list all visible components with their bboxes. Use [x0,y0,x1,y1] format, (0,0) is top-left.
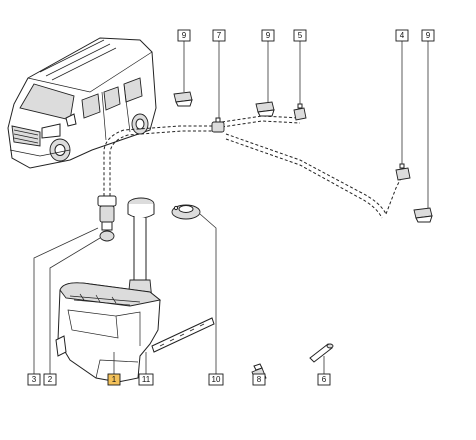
hose-clip-right [413,207,433,223]
callout-8: 8 [252,373,266,386]
callout-5: 5 [293,29,307,42]
hose-clip-top [173,91,193,107]
callout-7: 7 [212,29,226,42]
connector-4 [395,163,411,181]
van-illustration [7,37,157,169]
washer-hose [103,115,403,219]
svg-text:1: 1 [112,375,117,384]
svg-text:9: 9 [426,31,431,40]
callout-2: 2 [43,373,57,386]
callout-9-top-mid: 9 [261,29,275,42]
svg-text:9: 9 [182,31,187,40]
callout-3: 3 [27,373,41,386]
leader-lines [33,40,429,382]
svg-text:2: 2 [48,375,53,384]
callout-11: 11 [138,373,154,386]
callout-4: 4 [395,29,409,42]
svg-text:3: 3 [32,375,37,384]
svg-text:5: 5 [298,31,303,40]
callout-6: 6 [317,373,331,386]
washer-pump [97,195,117,242]
level-strip [151,317,215,353]
callout-10: 10 [208,373,224,386]
t-connector [211,117,225,133]
svg-text:10: 10 [212,375,221,384]
svg-text:4: 4 [400,31,405,40]
hose-clip-mid [255,101,275,117]
washer-reservoir [55,282,162,383]
hose-joint-6 [309,343,334,363]
svg-text:6: 6 [322,375,327,384]
svg-text:8: 8 [257,375,262,384]
svg-text:11: 11 [142,375,151,384]
svg-text:9: 9 [266,31,271,40]
svg-text:7: 7 [217,31,222,40]
callout-9-top-left: 9 [177,29,191,42]
callout-9-top-right: 9 [421,29,435,42]
filler-neck [127,197,155,301]
connector-5 [293,103,307,121]
callout-1-highlighted: 1 [107,373,121,386]
filler-cap [171,204,201,220]
